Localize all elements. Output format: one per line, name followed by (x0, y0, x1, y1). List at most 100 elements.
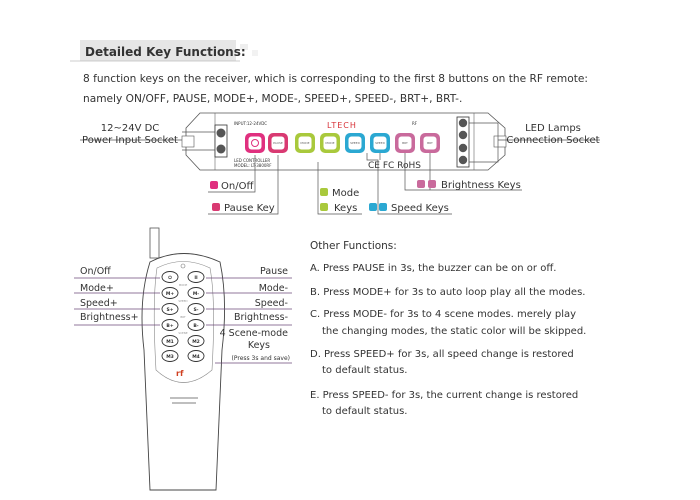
other-function-line: D. Press SPEED+ for 3s, all speed change… (310, 349, 574, 360)
power-icon (251, 139, 259, 147)
callout-speed: Speed Keys (391, 203, 449, 214)
speed-up-icon (369, 203, 377, 211)
intro-line-1: 8 function keys on the receiver, which i… (83, 73, 588, 85)
remote-panel (153, 261, 214, 383)
remote-left-label: Mode+ (80, 283, 114, 294)
receiver-key-face (398, 136, 412, 150)
callout-brightness: Brightness Keys (441, 180, 521, 191)
remote-logo: rf (176, 369, 184, 378)
remote-right-label: Speed- (255, 298, 288, 309)
remote-button (161, 287, 179, 299)
receiver-key-label: BRT (427, 141, 433, 145)
other-function-line: to default status. (322, 406, 408, 417)
remote-button (187, 350, 205, 362)
power-label-2: Power Input Socket (82, 135, 178, 146)
intro-line-2: namely ON/OFF, PAUSE, MODE+, MODE-, SPEE… (83, 93, 462, 105)
power-label-1: 12~24V DC (101, 123, 160, 134)
remote-button (187, 335, 205, 347)
remote-left-label: Speed+ (80, 298, 118, 309)
scene-note: (Press 3s and save) (232, 355, 290, 362)
terminal-screw (458, 143, 468, 153)
decor-square (240, 44, 248, 50)
mode-down-icon (320, 203, 328, 211)
remote-button-label: M3 (166, 354, 174, 360)
brightness-down-icon (428, 180, 436, 188)
scene-label-2: Keys (248, 340, 270, 351)
receiver-key-label: MODE (300, 141, 309, 145)
page-title: Detailed Key Functions: (85, 45, 246, 59)
speed-down-icon (379, 203, 387, 211)
remote-button-label: ⏻ (168, 275, 172, 281)
receiver-key-label: PAUSE (273, 141, 283, 145)
remote-button-label: M- (193, 291, 199, 297)
mode-up-icon (320, 188, 328, 196)
remote-button-label: S- (193, 307, 198, 313)
brightness-up-icon (417, 180, 425, 188)
receiver-key-face (298, 136, 312, 150)
callout-mode-2: Keys (334, 203, 357, 214)
pause-key-icon (212, 203, 220, 211)
other-function-line: to default status. (322, 365, 408, 376)
remote-group-label: MODE (179, 283, 188, 287)
other-functions-title: Other Functions: (310, 240, 397, 252)
remote-led (180, 263, 186, 269)
output-label-2: Connection Socket (506, 135, 599, 146)
receiver-key-face (323, 136, 337, 150)
remote-right-label: Pause (260, 266, 288, 277)
receiver-key-face (348, 136, 362, 150)
callout-mode-1: Mode (332, 188, 359, 199)
callout-onoff: On/Off (221, 181, 254, 192)
title-background (80, 40, 236, 61)
brand-logo: LTECH (327, 121, 357, 130)
receiver-key-label: MODE (325, 141, 334, 145)
remote-button (161, 271, 179, 283)
receiver-key-label: BRT (402, 141, 408, 145)
terminal-screw (458, 130, 468, 140)
other-functions-list: A. Press PAUSE in 3s, the buzzer can be … (310, 263, 586, 417)
other-function-line: the changing modes, the static color wil… (322, 326, 586, 337)
remote-button (187, 271, 205, 283)
remote-right-label: Brightness- (234, 312, 288, 323)
mount-tab-left (181, 135, 195, 148)
remote-button (161, 319, 179, 331)
other-function-line: A. Press PAUSE in 3s, the buzzer can be … (310, 263, 556, 274)
terminal-screw (458, 155, 468, 165)
wire (469, 122, 499, 163)
receiver-diagram: INPUT:12-24VDC LTECH RF LED CONTROLLER M… (80, 112, 600, 171)
callout-pause: Pause Key (224, 203, 275, 214)
remote-button (187, 303, 205, 315)
receiver-key-face (423, 136, 437, 150)
output-label-1: LED Lamps (525, 123, 581, 134)
remote-button (187, 287, 205, 299)
remote-button (161, 350, 179, 362)
remote-button-label: B- (193, 323, 198, 329)
remote-button-label: II (194, 275, 198, 281)
remote-button-label: M4 (192, 354, 200, 360)
certification-marks: CE FC RoHS (368, 161, 421, 171)
model-line-2: MODEL: LT-3800RF (234, 163, 272, 168)
mount-tab-right (493, 135, 507, 148)
remote-left-label: On/Off (80, 266, 111, 277)
remote-labels: On/OffMode+Speed+Brightness+PauseMode-Sp… (74, 266, 292, 326)
input-spec: INPUT:12-24VDC (234, 121, 267, 126)
output-terminal-block (456, 116, 470, 168)
onoff-key-icon (210, 181, 218, 189)
remote-group-label: SPEED (178, 299, 187, 303)
receiver-key-face (248, 136, 262, 150)
other-function-line: E. Press SPEED- for 3s, the current chan… (310, 390, 578, 401)
rf-mark: RF (412, 121, 418, 126)
receiver-keys: PAUSE MODE MODE SPEED SPEED BRT BRT (245, 133, 440, 153)
other-function-line: B. Press MODE+ for 3s to auto loop play … (310, 287, 585, 298)
receiver-key-face (271, 136, 285, 150)
receiver-key-label: SPEED (350, 141, 361, 145)
remote-antenna (149, 227, 160, 259)
remote-body (141, 253, 226, 491)
receiver-key-label: SPEED (375, 141, 386, 145)
terminal-screw (458, 118, 468, 128)
remote-button-label: M+ (166, 291, 174, 297)
model-line-1: LED CONTROLLER (234, 158, 270, 163)
remote-button-label: S+ (166, 307, 173, 313)
